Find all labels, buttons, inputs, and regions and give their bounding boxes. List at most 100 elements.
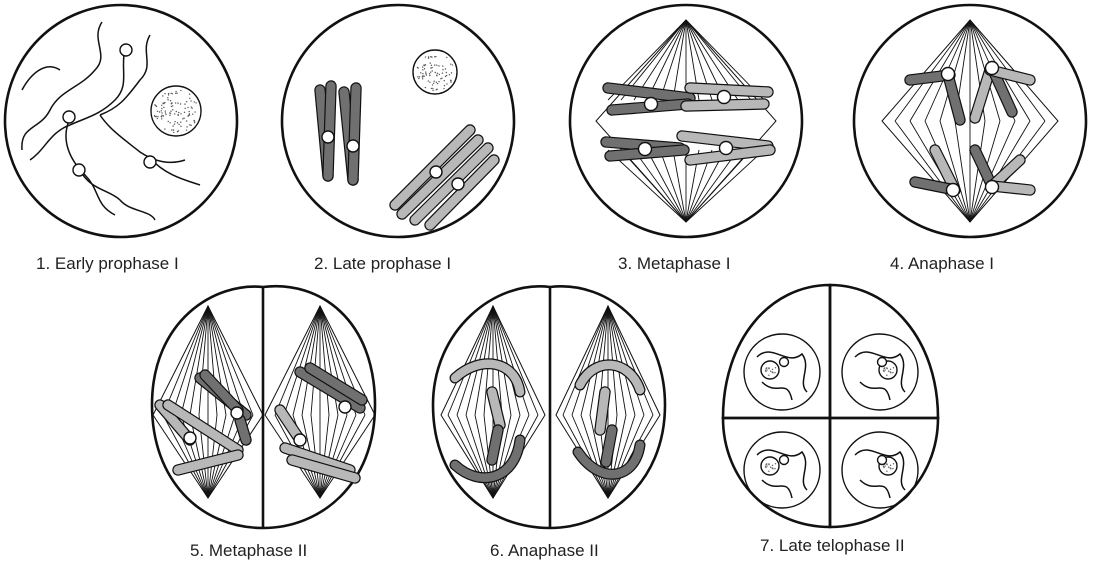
chromatid-arm <box>606 430 612 462</box>
nucleolus-speck <box>168 93 169 94</box>
spindle-fiber <box>190 306 208 415</box>
nucleolus-speck <box>766 369 767 370</box>
spindle-fiber <box>172 306 208 415</box>
nucleolus-speck <box>772 465 773 466</box>
nucleolus-speck <box>893 463 894 464</box>
nucleolus-speck <box>187 107 188 108</box>
centromere <box>73 164 85 176</box>
centromere <box>986 62 999 75</box>
nucleolus-speck <box>770 371 771 372</box>
nucleolus-speck <box>890 369 891 370</box>
nucleolus-speck <box>174 121 175 122</box>
nuclear-envelope <box>842 334 918 410</box>
nucleolus-speck <box>765 464 766 465</box>
nucleolus-speck <box>164 102 165 103</box>
nucleolus-speck <box>422 78 423 79</box>
chromatin-thread <box>22 67 60 90</box>
nucleolus <box>761 361 779 379</box>
nucleolus-speck <box>189 98 190 99</box>
nucleolus-speck <box>765 370 766 371</box>
nucleolus-speck <box>435 72 436 73</box>
nucleolus-speck <box>194 111 195 112</box>
chromatin-thread <box>860 480 890 498</box>
nucleolus-speck <box>446 57 447 58</box>
nucleolus-speck <box>162 102 163 103</box>
nucleolus-speck <box>173 129 174 130</box>
nucleolus-speck <box>422 76 423 77</box>
nucleolus-speck <box>450 81 451 82</box>
stage-3-caption: 3. Metaphase I <box>618 254 730 274</box>
nucleolus-speck <box>161 118 162 119</box>
nucleolus-speck <box>425 64 426 65</box>
nucleolus-speck <box>775 463 776 464</box>
chromatid-arm <box>240 420 246 440</box>
centromere <box>430 166 442 178</box>
nucleolus-speck <box>432 70 433 71</box>
quadrant-bottom-right <box>830 418 938 527</box>
nucleolus-speck <box>884 465 885 466</box>
nucleolus-speck <box>164 93 165 94</box>
nucleolus-speck <box>157 116 158 117</box>
nucleolus-speck <box>175 91 176 92</box>
centromere <box>347 140 359 152</box>
nucleolus-speck <box>177 114 178 115</box>
nucleolus-speck <box>430 67 431 68</box>
nucleolus-speck <box>425 56 426 57</box>
nucleolus-speck <box>434 56 435 57</box>
stage-1-caption: 1. Early prophase I <box>36 254 179 274</box>
nucleolus-speck <box>165 110 166 111</box>
nucleolus-speck <box>886 367 887 368</box>
centromere <box>120 44 132 56</box>
nucleolus-speck <box>884 369 885 370</box>
chromatid-arm <box>353 88 356 180</box>
nucleolus <box>761 457 779 475</box>
centromere <box>452 178 464 190</box>
nucleolus-speck <box>178 124 179 125</box>
nucleolus-speck <box>883 467 884 468</box>
nucleolus-speck <box>171 106 172 107</box>
nucleolus-speck <box>424 68 425 69</box>
nucleolus-speck <box>161 108 162 109</box>
nucleolus-speck <box>774 468 775 469</box>
nucleolus-speck <box>176 111 177 112</box>
nucleolus-speck <box>419 76 420 77</box>
nucleolus-speck <box>183 118 184 119</box>
nucleolus-speck <box>439 74 440 75</box>
nucleolus-speck <box>423 65 424 66</box>
nucleolus-speck <box>770 467 771 468</box>
nucleolus-speck <box>192 113 193 114</box>
nucleolus-speck <box>174 123 175 124</box>
chromatid-arm <box>690 88 768 92</box>
nucleolus-speck <box>430 62 431 63</box>
nucleolus-speck <box>425 71 426 72</box>
stage-6-cell <box>433 286 665 528</box>
centromere <box>878 358 887 367</box>
nucleolus-speck <box>170 93 171 94</box>
nucleolus-speck <box>418 78 419 79</box>
nucleolus-speck <box>436 88 437 89</box>
nucleolus-speck <box>173 132 174 133</box>
nucleolus-speck <box>423 76 424 77</box>
nucleolus-speck <box>189 113 190 114</box>
nucleolus-speck <box>432 88 433 89</box>
nucleolus-speck <box>768 367 769 368</box>
nucleolus-speck <box>191 108 192 109</box>
nucleolus-speck <box>172 109 173 110</box>
nucleolus-speck <box>177 122 178 123</box>
nucleolus-speck <box>883 370 884 371</box>
nucleolus-speck <box>167 97 168 98</box>
chromatin-thread <box>762 382 792 400</box>
stage-7-cell <box>723 285 938 527</box>
nucleolus-speck <box>420 72 421 73</box>
nucleolus-speck <box>774 372 775 373</box>
stage-7-caption: 7. Late telophase II <box>760 536 905 556</box>
nucleolus-speck <box>883 466 884 467</box>
nucleolus-speck <box>174 113 175 114</box>
nucleolus-speck <box>190 100 191 101</box>
nucleolus-speck <box>765 467 766 468</box>
nucleolus-speck <box>172 93 173 94</box>
nucleolus-speck <box>443 80 444 81</box>
nucleolus-speck <box>883 368 884 369</box>
nucleolus-speck <box>194 122 195 123</box>
nucleolus-speck <box>186 120 187 121</box>
